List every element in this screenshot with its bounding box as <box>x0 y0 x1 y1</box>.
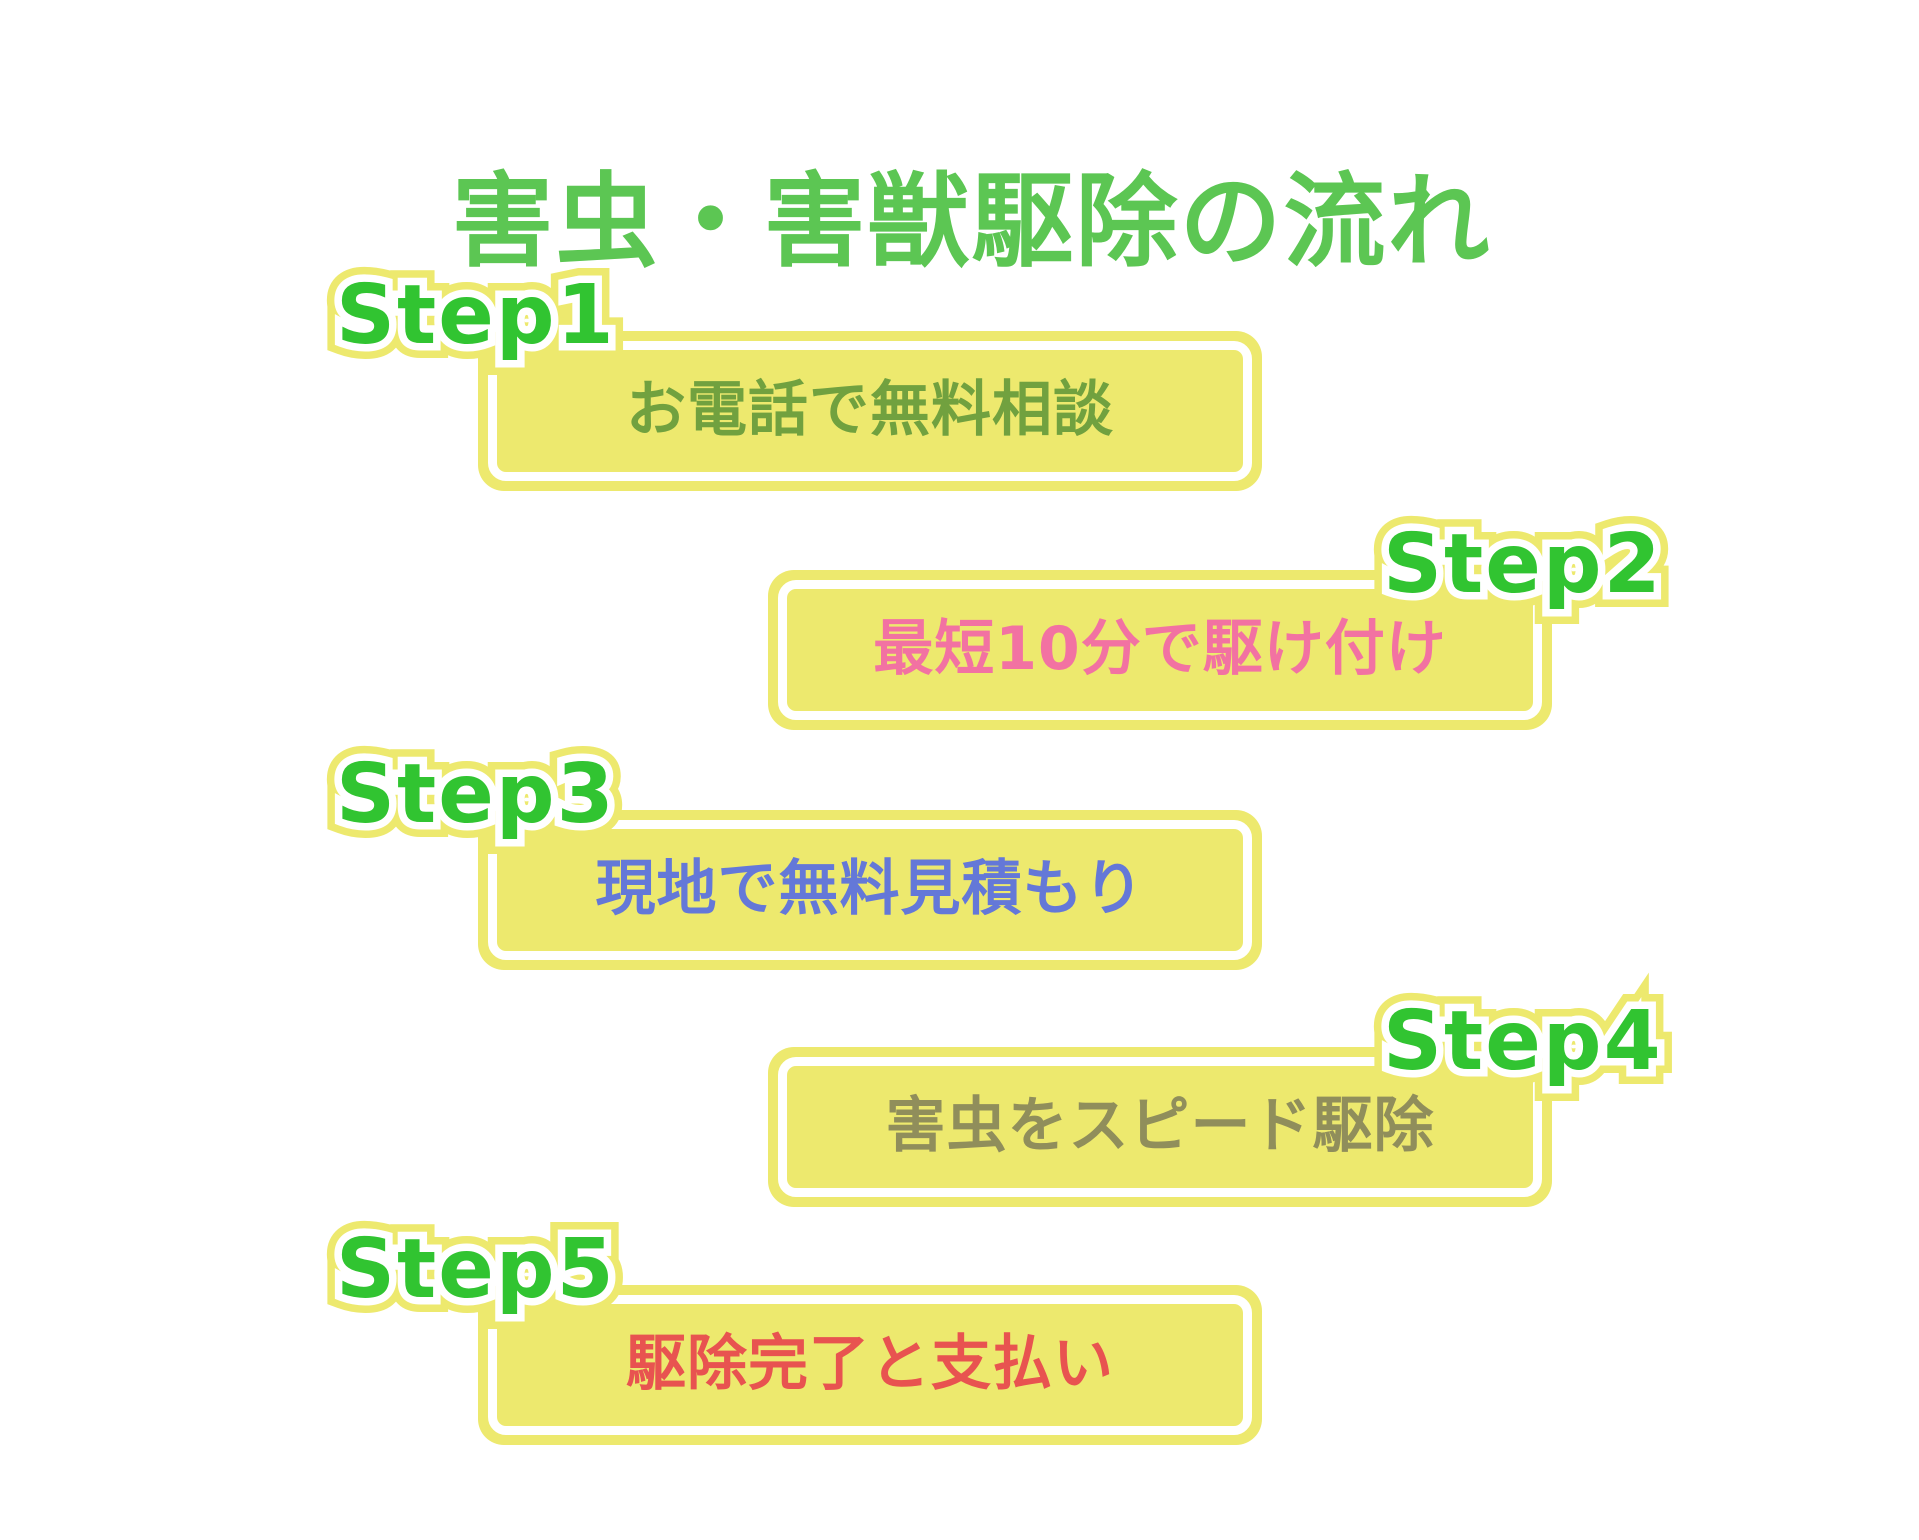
step-5-label-text: Step5 <box>336 1222 616 1317</box>
step-2-box: 最短10分で駆け付け <box>778 580 1542 720</box>
step-4-label-outline: Step4 <box>1376 993 1669 1090</box>
step-2-label-text: Step2 <box>1383 517 1663 612</box>
step-4-box: 害虫をスピード駆除 <box>778 1057 1542 1197</box>
step-3-label: Step3 Step3 Step3 <box>321 739 629 851</box>
step-5-label-outline: Step5 <box>329 1221 622 1318</box>
step-3-block: Step3 Step3 Step3 現地で無料見積もり <box>321 739 1262 970</box>
step-1-box: お電話で無料相談 <box>488 341 1252 481</box>
step-5-label-glow: Step5 <box>321 1214 629 1326</box>
step-1-label-text: Step1 <box>336 268 616 363</box>
step-5-description: 駆除完了と支払い <box>626 1328 1114 1399</box>
step-2-block: Step2 Step2 Step2 最短10分で駆け付け <box>768 509 1676 730</box>
step-4-label: Step4 Step4 Step4 <box>1368 986 1676 1098</box>
step-4-block: Step4 Step4 Step4 害虫をスピード駆除 <box>768 986 1676 1207</box>
step-5-box: 駆除完了と支払い <box>488 1295 1252 1435</box>
step-5-label: Step5 Step5 Step5 <box>321 1214 629 1326</box>
step-3-label-outline: Step3 <box>329 746 622 843</box>
step-3-box: 現地で無料見積もり <box>488 820 1252 960</box>
step-2-description: 最短10分で駆け付け <box>873 613 1447 684</box>
step-4-description: 害虫をスピード駆除 <box>885 1090 1435 1161</box>
step-1-label-glow: Step1 <box>321 260 629 372</box>
step-4-label-text: Step4 <box>1383 994 1663 1089</box>
step-2-label: Step2 Step2 Step2 <box>1368 509 1676 621</box>
step-5-block: Step5 Step5 Step5 駆除完了と支払い <box>321 1214 1262 1445</box>
page-title: 害虫・害獣駆除の流れ <box>451 163 1492 283</box>
step-3-label-glow: Step3 <box>321 739 629 851</box>
step-2-label-glow: Step2 <box>1368 509 1676 621</box>
step-2-label-outline: Step2 <box>1376 516 1669 613</box>
step-1-label: Step1 Step1 Step1 <box>321 260 629 372</box>
step-4-label-glow: Step4 <box>1368 986 1676 1098</box>
step-3-description: 現地で無料見積もり <box>595 853 1145 924</box>
step-1-description: お電話で無料相談 <box>626 374 1114 445</box>
step-3-label-text: Step3 <box>336 747 616 842</box>
step-1-label-outline: Step1 <box>329 267 622 364</box>
step-1-block: Step1 Step1 Step1 お電話で無料相談 <box>321 260 1262 491</box>
